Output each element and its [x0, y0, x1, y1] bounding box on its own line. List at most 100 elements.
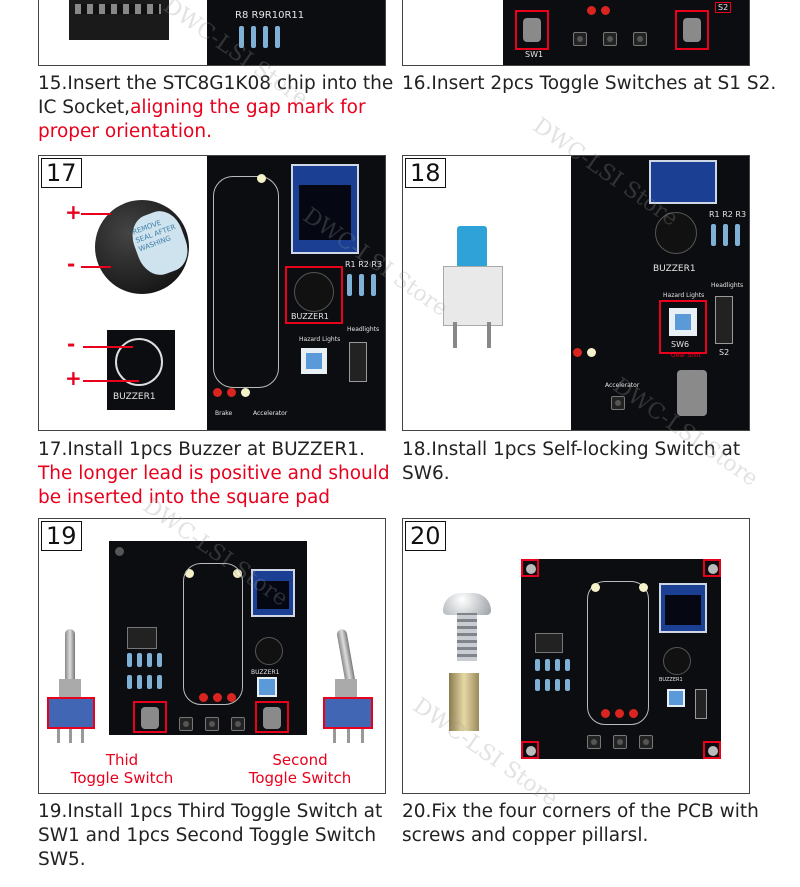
push-button	[587, 735, 601, 749]
led-white	[241, 388, 250, 397]
resistor	[239, 26, 244, 48]
silk-brake: Brake	[215, 410, 233, 417]
led-red	[573, 348, 582, 357]
led-white	[257, 174, 266, 183]
silk-buzzer: BUZZER1	[291, 312, 329, 321]
silk-gear: Gear Shift	[671, 352, 702, 359]
silk-sw1: SW1	[525, 50, 544, 59]
silk-resistors: R1 R2 R3	[345, 260, 383, 269]
led-red	[227, 388, 236, 397]
self-locking-switch	[443, 226, 503, 348]
resistor	[371, 274, 376, 296]
silk-headlights: Headlights	[711, 282, 744, 289]
step-number: 20	[405, 521, 446, 551]
push-button	[573, 32, 587, 46]
third-toggle-switch	[47, 629, 95, 743]
plus-sign: +	[65, 200, 82, 224]
slide-switch	[349, 342, 367, 382]
led-red	[601, 709, 610, 718]
pcb-board: BUZZER1	[109, 541, 307, 735]
resistor	[555, 659, 560, 671]
step-15-image: R8 R9R10R11	[38, 0, 386, 66]
toggle-switch	[677, 370, 707, 416]
resistor	[157, 675, 162, 689]
resistor	[263, 26, 268, 48]
led-red	[199, 693, 208, 702]
resistor	[545, 679, 550, 691]
copper-pillar-icon	[449, 673, 479, 731]
led-red	[615, 709, 624, 718]
resistor	[359, 274, 364, 296]
resistor-labels: R8 R9R10R11	[235, 10, 305, 21]
minus-sign: -	[67, 332, 76, 356]
resistor	[137, 675, 142, 689]
push-button	[231, 717, 245, 731]
led-white	[587, 348, 596, 357]
corner-screw-highlight	[521, 559, 539, 577]
buzzer-footprint: BUZZER1	[107, 330, 175, 410]
resistor	[535, 679, 540, 691]
pcb-board: BUZZER1 R1 R2 R3 Headlights Hazard Light…	[207, 156, 385, 430]
step-18-caption: 18.Install 1pcs Self-locking Switch at S…	[402, 439, 741, 484]
led-red	[213, 388, 222, 397]
led-red	[629, 709, 638, 718]
self-locking-switch	[301, 348, 327, 374]
slide-switch	[715, 296, 733, 344]
step-20-caption: 20.Fix the four corners of the PCB with …	[402, 801, 759, 846]
screw-icon	[443, 593, 491, 663]
resistor	[147, 675, 152, 689]
step-15-caption: 15.Insert the STC8G1K08 chip into the IC…	[38, 73, 394, 142]
silk-buzzer: BUZZER1	[113, 392, 156, 402]
lead-arrow	[81, 266, 111, 268]
resistor	[735, 224, 740, 246]
resistor	[565, 679, 570, 691]
resistor	[545, 659, 550, 671]
pcb-board: R8 R9R10R11	[207, 0, 385, 65]
toggle-switch-highlight	[675, 10, 709, 50]
resistor	[535, 659, 540, 671]
silk-hazard: Hazard Lights	[663, 292, 705, 299]
push-button	[179, 717, 193, 731]
resistor	[711, 224, 716, 246]
push-button	[639, 735, 653, 749]
silk-accelerator: Accelerator	[605, 382, 640, 389]
step-number: 17	[41, 158, 82, 188]
resistor	[251, 26, 256, 48]
pcb-board: SW1 S2	[503, 0, 749, 65]
step-20-image: 20 BUZZER1	[402, 518, 750, 794]
resistor	[157, 653, 162, 667]
second-toggle-switch	[321, 628, 377, 743]
sw6-highlight: SW6	[659, 300, 707, 354]
lead-arrow	[81, 213, 111, 215]
oled-display	[291, 164, 359, 254]
silk-accelerator: Accelerator	[253, 410, 288, 417]
step-17-caption: 17.Install 1pcs Buzzer at BUZZER1.The lo…	[38, 439, 390, 508]
silk-s2: S2	[715, 2, 732, 13]
lead-arrow	[83, 380, 139, 382]
resistor	[565, 659, 570, 671]
led-red	[213, 693, 222, 702]
pcb-board	[69, 0, 169, 40]
resistor	[127, 675, 132, 689]
resistor	[347, 274, 352, 296]
resistor	[127, 653, 132, 667]
led-red	[601, 6, 610, 15]
oled-display	[251, 569, 295, 617]
resistor	[723, 224, 728, 246]
resistor	[147, 653, 152, 667]
push-button	[633, 32, 647, 46]
step-19-caption: 19.Install 1pcs Third Toggle Switch at S…	[38, 801, 383, 870]
step-19-image: 19 BUZZER1	[38, 518, 386, 794]
silk-headlights: Headlights	[347, 326, 380, 333]
led-white	[591, 583, 600, 592]
resistor	[275, 26, 280, 48]
push-button	[603, 32, 617, 46]
silk-hazard: Hazard Lights	[299, 336, 341, 343]
resistor	[555, 679, 560, 691]
sw1-highlight	[133, 701, 167, 733]
sw5-highlight	[255, 701, 289, 733]
silk-buzzer: BUZZER1	[659, 677, 683, 683]
step-18-image: 18 R1 R2 R3 BUZZER1 Headlights Hazard Li…	[402, 155, 750, 431]
step-number: 18	[405, 158, 446, 188]
